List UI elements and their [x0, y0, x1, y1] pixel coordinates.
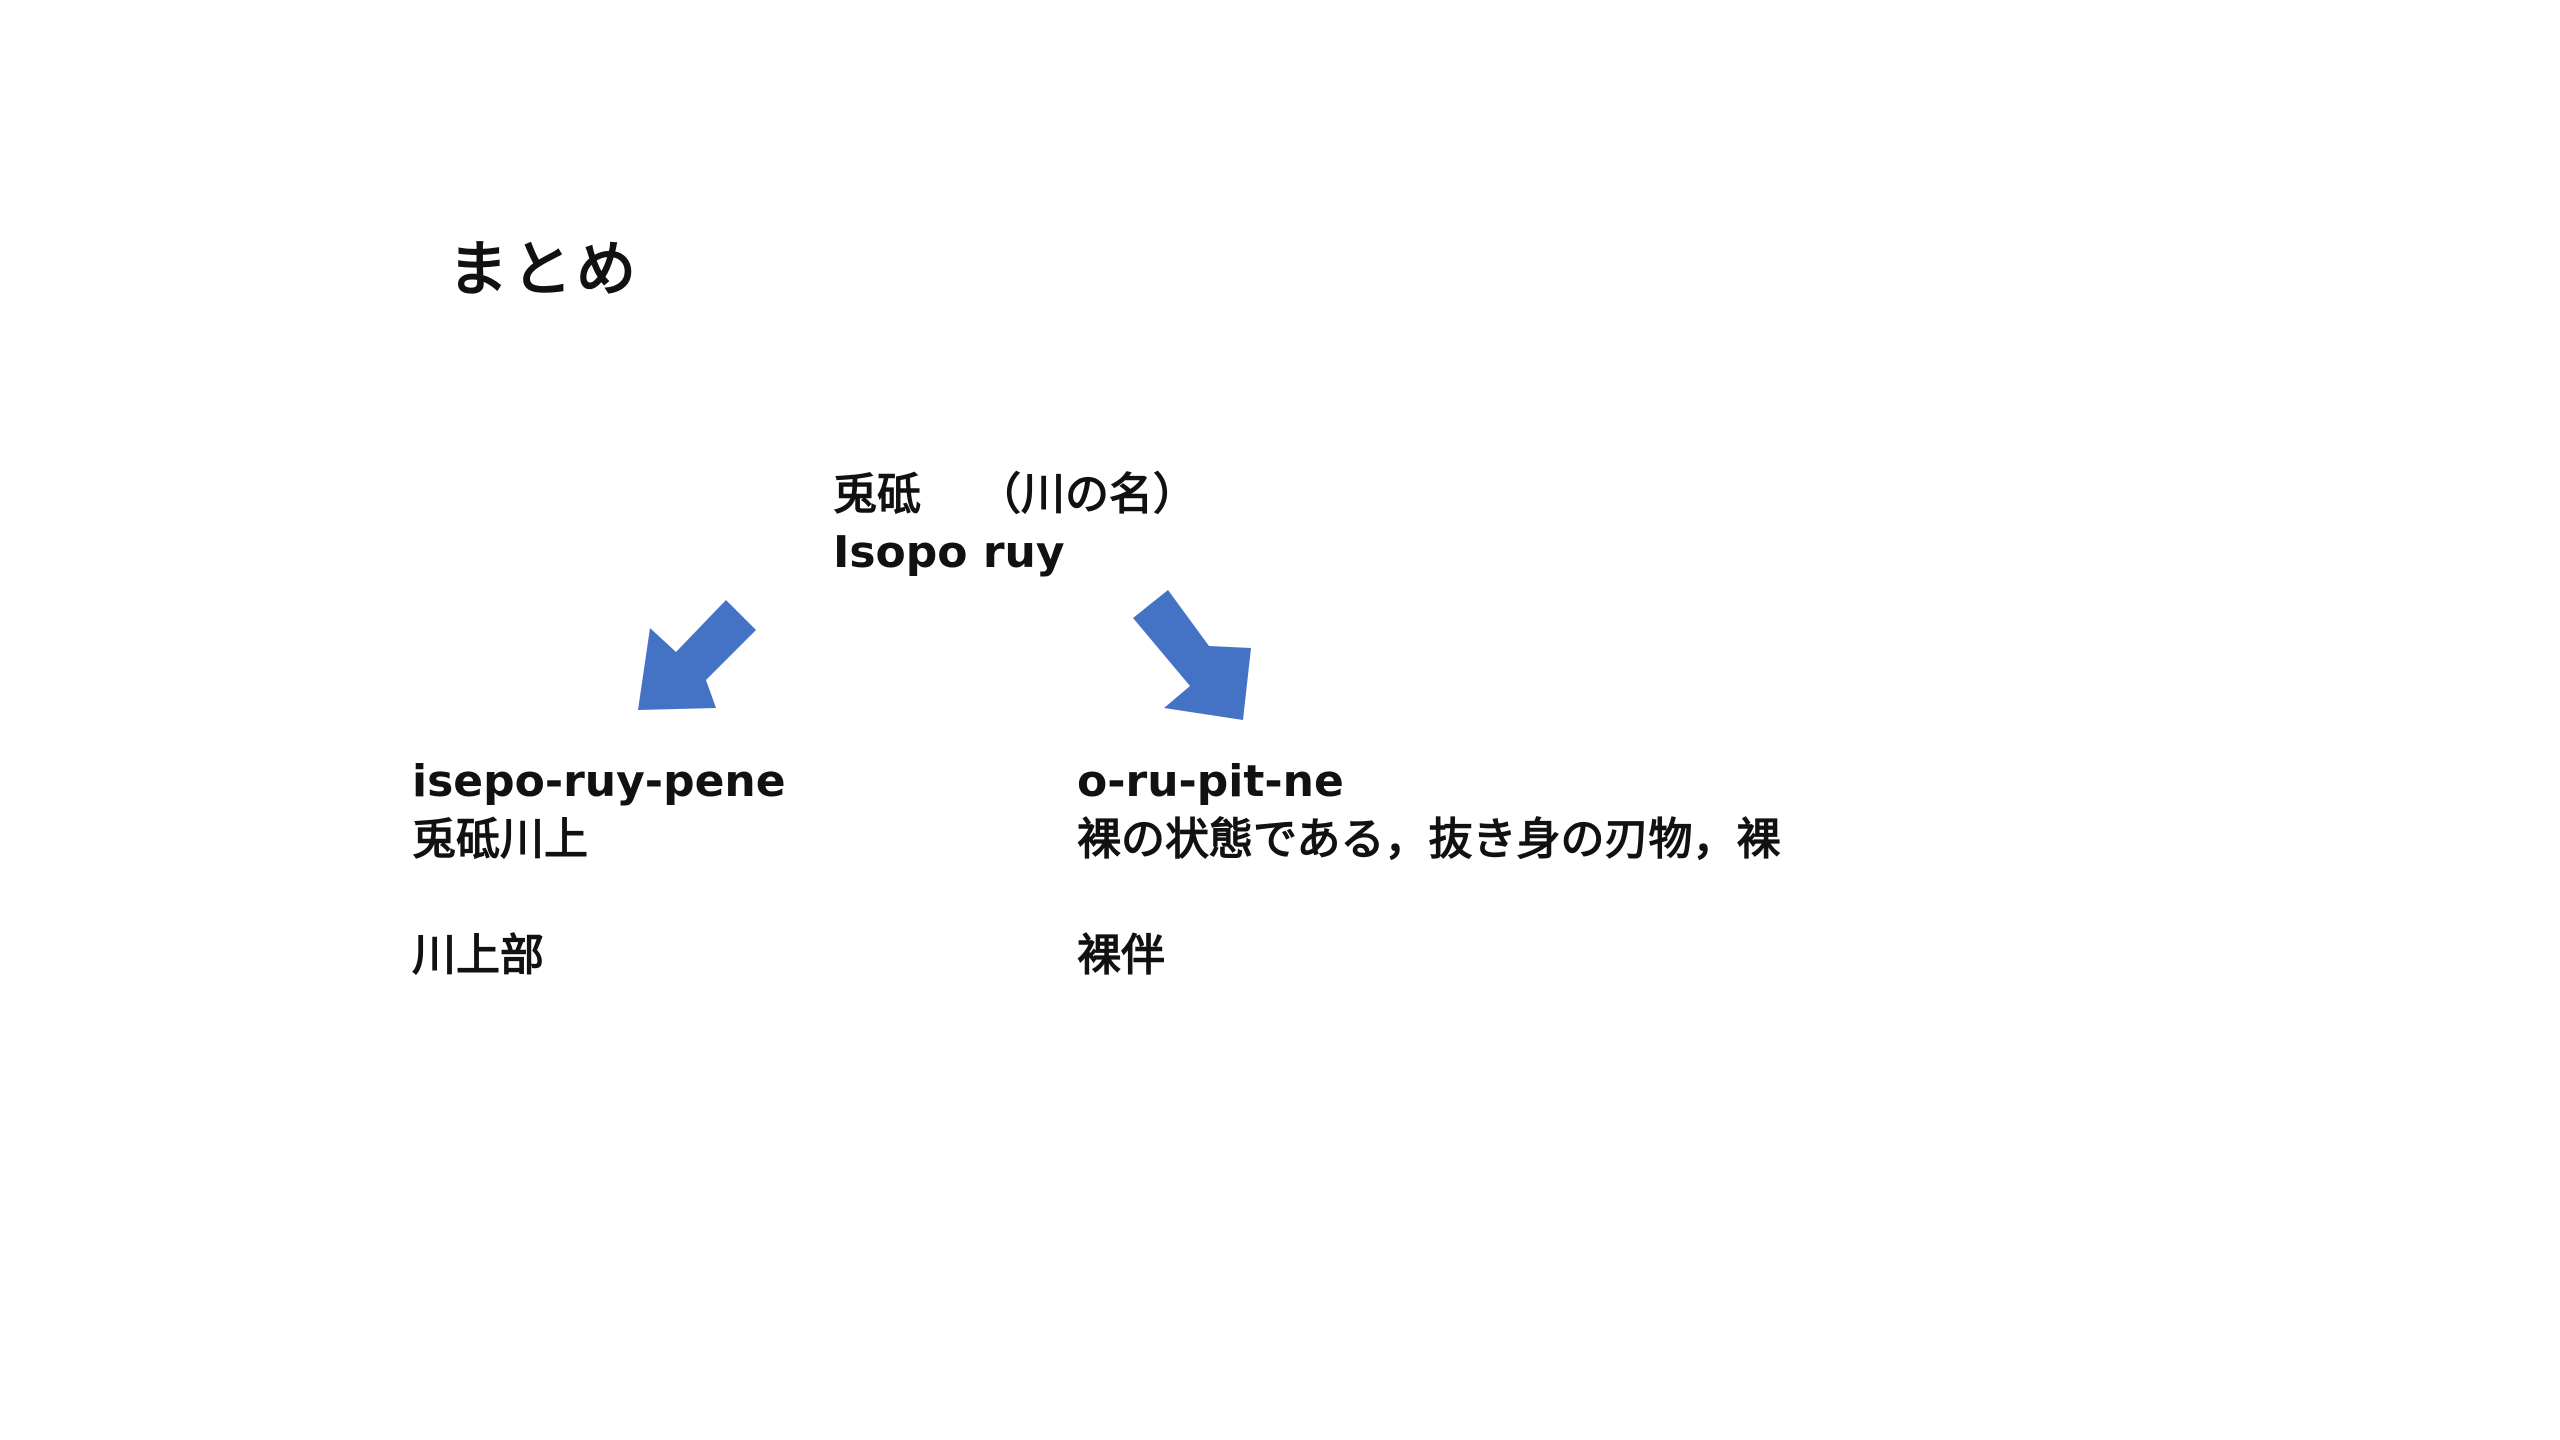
left-meaning: 川上部	[412, 930, 544, 981]
right-meaning: 裸伴	[1077, 930, 1165, 981]
left-kanji: 兎砥川上	[412, 814, 588, 865]
right-gloss: 裸の状態である，抜き身の刃物，裸	[1077, 814, 1781, 865]
arrow-down-right-icon	[1133, 590, 1251, 720]
source-kanji: 兎砥	[833, 469, 921, 520]
left-ainu-form: isepo-ruy-pene	[412, 756, 786, 807]
slide-title: まとめ	[448, 235, 640, 305]
arrow-down-left-icon	[638, 600, 756, 710]
source-annotation: （川の名）	[977, 469, 1197, 520]
right-branch: o-ru-pit-ne 裸の状態である，抜き身の刃物，裸 裸伴	[1077, 753, 1781, 985]
source-romanized: Isopo ruy	[833, 527, 1065, 578]
right-ainu-form: o-ru-pit-ne	[1077, 756, 1344, 807]
source-river-name: 兎砥 （川の名） Isopo ruy	[833, 466, 1197, 582]
left-branch: isepo-ruy-pene 兎砥川上 川上部	[412, 753, 786, 985]
